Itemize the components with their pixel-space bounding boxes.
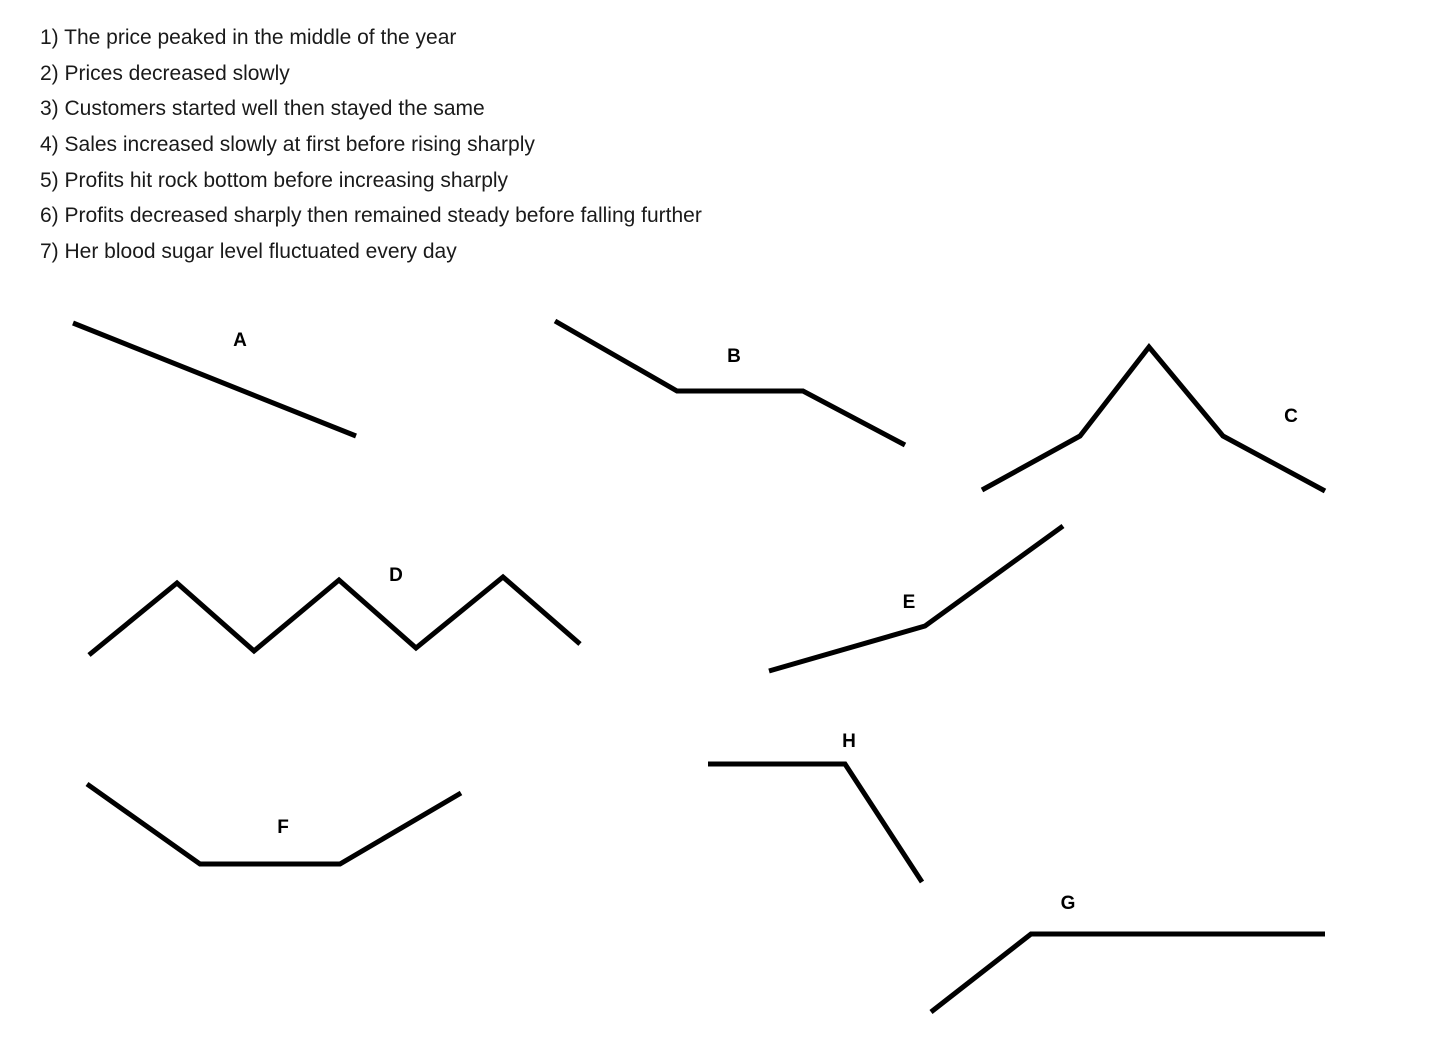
statement-6: 6) Profits decreased sharply then remain… <box>40 204 702 228</box>
graph-c: C <box>980 343 1327 494</box>
statement-1: 1) The price peaked in the middle of the… <box>40 26 457 49</box>
graph-a-line <box>72 320 357 439</box>
graph-g: G <box>929 893 1325 1014</box>
graph-f-line <box>85 781 463 867</box>
graph-d: D <box>87 565 582 657</box>
graph-h: H <box>708 731 925 884</box>
statement-7: 7) Her blood sugar level fluctuated ever… <box>40 240 457 264</box>
graph-f: F <box>85 781 463 867</box>
graph-a: A <box>72 320 357 439</box>
graph-c-label: C <box>1284 406 1298 427</box>
graph-e: E <box>768 523 1065 674</box>
statement-2: 2) Prices decreased slowly <box>40 61 290 85</box>
graph-h-label: H <box>842 731 856 752</box>
graph-b-line <box>553 318 907 448</box>
graph-a-label: A <box>233 330 247 351</box>
graph-d-label: D <box>389 565 403 586</box>
statement-list: 1) The price peaked in the middle of the… <box>40 20 702 270</box>
statement-4: 4) Sales increased slowly at first befor… <box>40 133 535 157</box>
statement-5: 5) Profits hit rock bottom before increa… <box>40 168 509 192</box>
graph-c-line <box>980 343 1327 494</box>
graph-g-label: G <box>1061 893 1076 914</box>
statement-3: 3) Customers started well then stayed th… <box>40 97 485 121</box>
graph-b-label: B <box>727 346 741 367</box>
graph-h-line <box>708 761 925 884</box>
graph-d-line <box>87 573 582 657</box>
graph-g-line <box>929 931 1325 1014</box>
graph-b: B <box>553 318 907 448</box>
graph-f-label: F <box>277 817 289 838</box>
graph-e-label: E <box>903 592 916 613</box>
graph-e-line <box>768 523 1065 674</box>
